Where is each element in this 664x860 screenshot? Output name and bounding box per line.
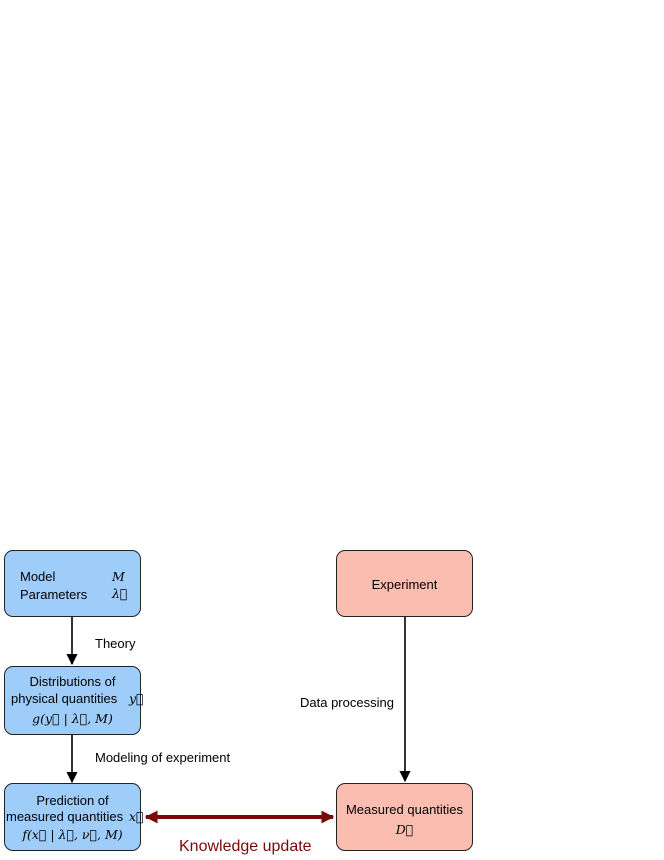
model-label: Model	[20, 569, 56, 584]
experiment-label: Experiment	[371, 577, 438, 592]
parameters-symbol: λ⃗	[112, 586, 128, 601]
measured-quantities-symbol: D⃗	[395, 822, 414, 837]
distributions-symbol: y⃗	[129, 691, 144, 706]
theory-label: Theory	[95, 636, 136, 651]
distributions-box: Distributions of physical quantities y⃗ …	[4, 666, 144, 735]
knowledge-update-label: Knowledge update	[179, 838, 312, 855]
prediction-subtitle: measured quantities	[6, 809, 124, 824]
distributions-formula: g(y⃗ | λ⃗, M)	[32, 711, 113, 726]
modeling-label: Modeling of experiment	[95, 750, 231, 765]
prediction-symbol: x⃗	[129, 809, 144, 824]
measured-quantities-label: Measured quantities	[345, 802, 464, 817]
data-processing-label: Data processing	[300, 695, 394, 710]
model-symbol: M	[112, 569, 125, 584]
distributions-subtitle: physical quantities	[11, 691, 118, 706]
parameters-label: Parameters	[20, 587, 88, 602]
prediction-formula: f(x⃗ | λ⃗, ν⃗, M)	[22, 827, 123, 842]
measured-quantities-box: Measured quantities D⃗	[336, 783, 473, 851]
distributions-title: Distributions of	[29, 674, 116, 689]
model-box: Model M Parameters λ⃗	[4, 550, 141, 617]
prediction-box: Prediction of measured quantities x⃗ f(x…	[4, 783, 144, 851]
prediction-title: Prediction of	[36, 793, 109, 808]
experiment-box: Experiment	[336, 550, 473, 617]
